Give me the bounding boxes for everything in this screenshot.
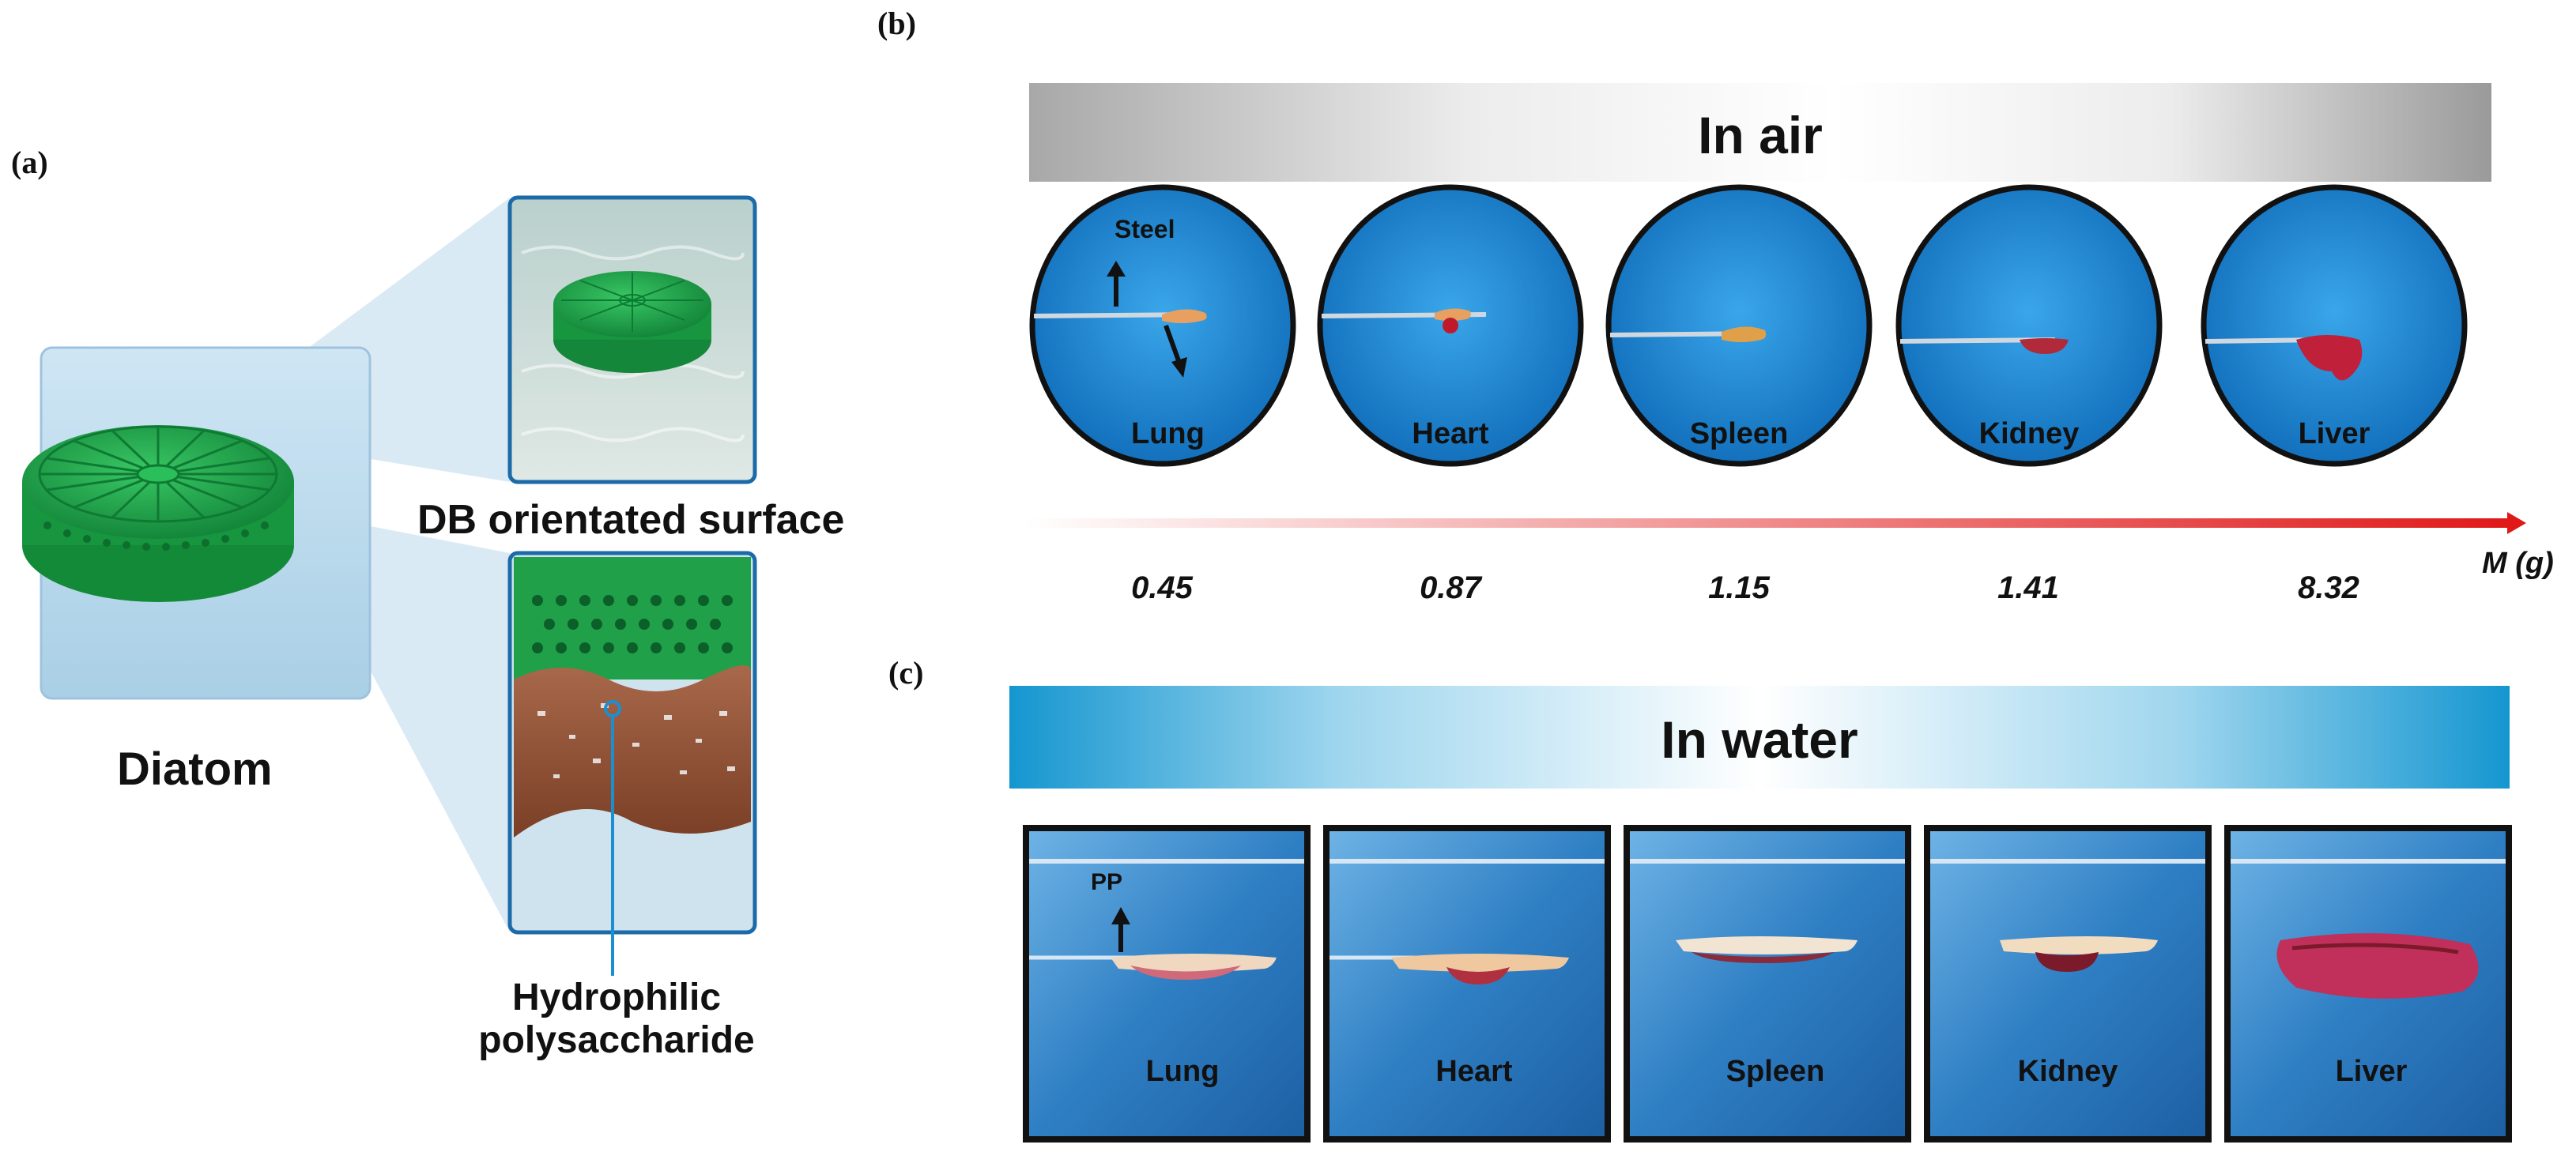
panel-c-label: (c) — [888, 655, 924, 691]
polysaccharide-label-line1: Hydrophilic — [511, 977, 722, 1018]
water-photo-liver — [2224, 825, 2512, 1143]
water-photo-spleen — [1624, 825, 1911, 1143]
steel-label: Steel — [1115, 215, 1175, 243]
mass-value-kidney: 1.41 — [1997, 570, 2059, 605]
in-water-banner: In water — [1009, 686, 2510, 789]
mass-value-liver: 8.32 — [2298, 570, 2359, 605]
mass-value-heart: 0.87 — [1420, 570, 1481, 605]
pp-label: PP — [1091, 869, 1123, 895]
organ-disc-kidney — [1895, 184, 2163, 467]
water-photo-kidney — [1924, 825, 2212, 1143]
organ-disc-heart — [1317, 184, 1584, 467]
panel-b-label: (b) — [877, 6, 916, 41]
water-organ-label-kidney: Kidney — [2017, 1055, 2118, 1088]
mass-axis — [1024, 518, 2510, 528]
diatom-label: Diatom — [117, 743, 273, 795]
air-organ-label-heart: Heart — [1412, 417, 1489, 450]
mass-value-spleen: 1.15 — [1708, 570, 1770, 605]
mass-axis-label: M (g) — [2482, 547, 2554, 580]
water-organ-label-heart: Heart — [1435, 1055, 1513, 1088]
water-photo-heart — [1323, 825, 1611, 1143]
in-air-banner: In air — [1029, 83, 2491, 182]
organ-disc-spleen — [1605, 184, 1873, 467]
surface-callout — [507, 195, 757, 484]
air-organ-label-kidney: Kidney — [1978, 417, 2080, 450]
air-organ-label-spleen: Spleen — [1689, 417, 1789, 450]
panel-a-label: (a) — [11, 145, 48, 180]
water-organ-label-spleen: Spleen — [1726, 1055, 1825, 1088]
in-air-banner-text: In air — [1698, 106, 1823, 164]
organ-disc-liver — [2201, 184, 2468, 467]
diatom-shape — [22, 425, 294, 602]
air-organ-label-liver: Liver — [2298, 417, 2370, 450]
air-organ-label-lung: Lung — [1131, 417, 1205, 450]
polysaccharide-label: Hydrophilic polysaccharide — [458, 977, 775, 1062]
water-photo-lung — [1023, 825, 1311, 1143]
mass-value-lung: 0.45 — [1131, 570, 1193, 605]
organ-disc-lung — [1029, 184, 1296, 467]
water-organ-label-liver: Liver — [2335, 1055, 2408, 1088]
mass-axis-arrowhead — [2507, 512, 2526, 534]
cross-section-callout — [507, 551, 757, 935]
db-surface-label: DB orientated surface — [417, 497, 845, 543]
water-organ-label-lung: Lung — [1145, 1055, 1220, 1088]
in-water-banner-text: In water — [1661, 710, 1858, 769]
polysaccharide-label-line2: polysaccharide — [478, 1019, 755, 1061]
